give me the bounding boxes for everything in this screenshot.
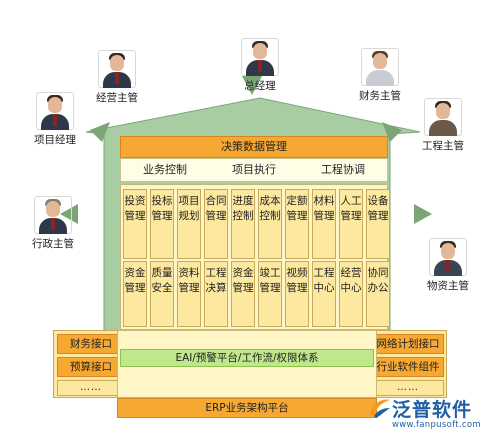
role-label: 经营主管 (96, 92, 138, 104)
module-cell: 资金管理 (123, 261, 147, 327)
decision-subitems: 业务控制 项目执行 工程协调 (120, 158, 388, 182)
role-label: 项目经理 (34, 134, 76, 146)
budget-interface: 预算接口 (57, 357, 125, 377)
finance-interface: 财务接口 (57, 334, 125, 354)
module-cell: 人工管理 (339, 189, 363, 259)
left-arrow-icon (60, 204, 78, 224)
person-icon (36, 92, 74, 130)
more-left-interfaces: …… (57, 380, 125, 396)
subitem-engineering-coordination: 工程协调 (321, 163, 365, 176)
module-cell: 工程中心 (312, 261, 336, 327)
role-project-manager: 项目经理 (26, 92, 84, 147)
logo-name: 泛普软件 (392, 399, 473, 421)
top-left-arrow-icon (90, 122, 110, 142)
module-cell: 合同管理 (204, 189, 228, 259)
module-cell: 项目规划 (177, 189, 201, 259)
role-operations-manager: 经营主管 (88, 50, 146, 105)
company-logo: 泛普软件 www.fanpusoft.com (366, 392, 490, 438)
network-plan-interface: 网络计划接口 (372, 334, 444, 354)
erp-platform-bar: ERP业务架构平台 (117, 398, 377, 418)
module-cell: 投标管理 (150, 189, 174, 259)
module-cell: 协同办公 (366, 261, 390, 327)
module-cell: 材料管理 (312, 189, 336, 259)
role-label: 工程主管 (422, 140, 464, 152)
module-cell: 视频管理 (285, 261, 309, 327)
person-icon (34, 196, 72, 234)
role-label: 行政主管 (32, 238, 74, 250)
module-cell: 工程决算 (204, 261, 228, 327)
person-icon (361, 48, 399, 86)
role-finance-manager: 财务主管 (351, 48, 409, 103)
module-cell: 定额管理 (285, 189, 309, 259)
module-cell: 设备管理 (366, 189, 390, 259)
top-right-arrow-icon (382, 122, 402, 142)
role-materials-manager: 物资主管 (417, 238, 479, 293)
role-label: 财务主管 (359, 90, 401, 102)
role-engineering-manager: 工程主管 (412, 98, 474, 153)
more-right-interfaces: …… (372, 380, 444, 396)
eai-platform-bar: EAI/预警平台/工作流/权限体系 (120, 349, 374, 367)
module-cell: 资料管理 (177, 261, 201, 327)
module-cell: 资金管理 (231, 261, 255, 327)
top-arrow-icon (242, 76, 262, 95)
module-cell: 投资管理 (123, 189, 147, 259)
right-arrow-icon (414, 204, 432, 224)
subitem-project-execution: 项目执行 (232, 163, 276, 176)
module-cell: 质量安全 (150, 261, 174, 327)
subitem-business-control: 业务控制 (143, 163, 187, 176)
logo-url: www.fanpusoft.com (392, 420, 481, 430)
module-grid: 投资管理 投标管理 项目规划 合同管理 进度控制 成本控制 定额管理 材料管理 … (120, 184, 390, 330)
role-admin-manager: 行政主管 (24, 196, 82, 251)
person-icon (424, 98, 462, 136)
logo-mark-icon (370, 399, 390, 418)
module-cell: 进度控制 (231, 189, 255, 259)
person-icon (241, 38, 279, 76)
module-cell: 成本控制 (258, 189, 282, 259)
module-cell: 竣工管理 (258, 261, 282, 327)
role-general-manager: 总经理 (231, 38, 289, 93)
role-label: 物资主管 (427, 280, 469, 292)
person-icon (98, 50, 136, 88)
module-cell: 经营中心 (339, 261, 363, 327)
decision-data-header: 决策数据管理 (120, 136, 388, 158)
person-icon (429, 238, 467, 276)
role-label: 总经理 (244, 80, 276, 92)
industry-software-component: 行业软件组件 (372, 357, 444, 377)
